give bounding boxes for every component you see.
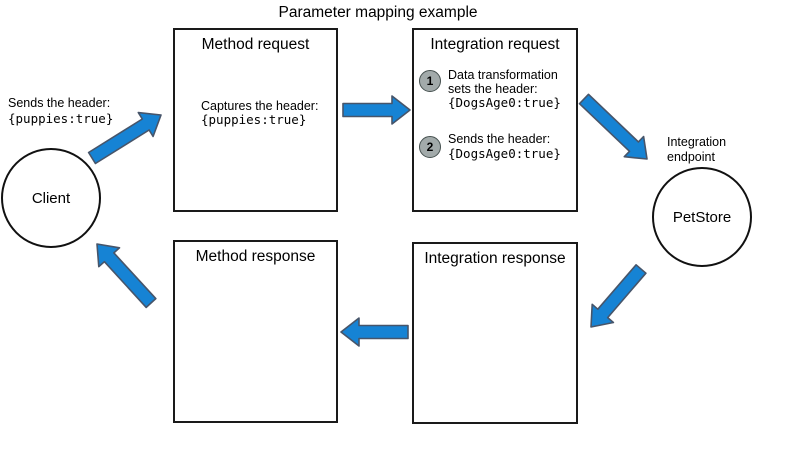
method-request-body: Captures the header: {puppies:true} [201,99,318,127]
step-1-code: {DogsAge0:true} [448,95,561,110]
integration-request-step-1: 1 Data transformation sets the header: {… [419,68,561,110]
arrow-method-request-to-integration-request [342,95,411,125]
step-2-badge: 2 [419,136,441,158]
arrow-integration-request-to-endpoint [578,93,648,160]
step-2-text: Sends the header: {DogsAge0:true} [448,132,561,161]
method-response-box: Method response [173,240,338,423]
integration-request-box: Integration request 1 Data transformatio… [412,28,578,212]
client-annotation: Sends the header: {puppies:true} [8,96,113,126]
step-1-text: Data transformation sets the header: {Do… [448,68,561,110]
integration-response-title: Integration response [424,250,566,267]
arrow-integration-response-to-method-response [340,317,409,347]
integration-request-step-2: 2 Sends the header: {DogsAge0:true} [419,132,561,161]
endpoint-annotation-line2: endpoint [667,150,715,164]
integration-request-title: Integration request [430,36,560,53]
method-request-box: Method request Captures the header: {pup… [173,28,338,212]
endpoint-annotation-line1: Integration [667,135,727,149]
endpoint-node: PetStore [652,167,752,267]
arrow-method-response-to-client [96,243,157,309]
endpoint-annotation: Integration endpoint [667,135,726,165]
method-request-body-line1: Captures the header: [201,99,319,113]
method-request-title: Method request [201,36,310,53]
integration-response-box: Integration response [412,242,578,424]
step-2-line1: Sends the header: [448,132,551,146]
step-1-line1: Data transformation [448,68,558,82]
arrow-endpoint-to-integration-response [590,263,647,328]
client-annotation-code: {puppies:true} [8,111,114,126]
endpoint-label: PetStore [672,208,732,226]
client-node: Client [1,148,101,248]
method-request-body-code: {puppies:true} [201,112,307,127]
method-response-title: Method response [195,248,316,265]
step-1-line2: sets the header: [448,81,538,96]
step-1-badge: 1 [419,70,441,92]
diagram-title: Parameter mapping example [278,4,478,21]
client-label: Client [31,189,71,207]
step-2-code: {DogsAge0:true} [448,145,561,161]
client-annotation-line1: Sends the header: [8,96,111,110]
